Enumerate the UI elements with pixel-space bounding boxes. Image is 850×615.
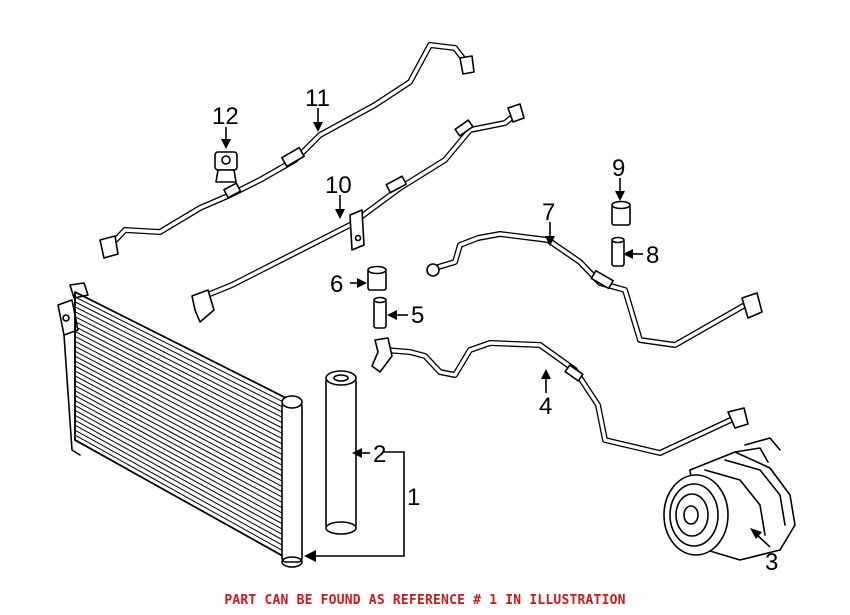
condenser-fin [74, 395, 291, 513]
service-cap [611, 200, 631, 226]
condenser-fin [74, 370, 291, 486]
pressure-switch [214, 151, 238, 183]
discharge-hose [371, 337, 749, 456]
condenser-fin [74, 355, 291, 470]
plug-cap [367, 265, 387, 291]
condenser-fin [74, 409, 291, 529]
drier-cartridge [325, 370, 357, 535]
condenser-fin [74, 306, 291, 417]
callout-10: 10 [325, 172, 352, 199]
callout-5: 5 [411, 302, 424, 329]
condenser-fin [74, 434, 291, 556]
condenser-fin [74, 350, 291, 465]
condenser-fin [74, 316, 291, 428]
condenser-fin [74, 311, 291, 422]
condenser-fin [74, 345, 291, 460]
callout-7: 7 [542, 199, 555, 226]
condenser-fin [74, 385, 291, 502]
condenser-fin [74, 326, 291, 438]
condenser-fin [74, 360, 291, 476]
pressure-pipe [191, 103, 525, 323]
filter-tube [373, 296, 387, 329]
condenser-fin [74, 331, 291, 444]
ac-compressor [663, 437, 796, 561]
condenser-fin [74, 424, 291, 545]
callout-11: 11 [305, 85, 330, 112]
condenser-fin [74, 419, 291, 540]
callout-4: 4 [539, 393, 552, 420]
condenser-fin [74, 390, 291, 508]
callout-numbers: 1 2 3 4 5 6 7 8 9 10 11 12 [212, 85, 778, 576]
callout-2: 2 [373, 441, 386, 468]
condenser-fin [74, 335, 291, 449]
callout-12: 12 [212, 103, 239, 130]
condenser-fin [74, 414, 291, 534]
condenser-fin [74, 321, 291, 433]
condenser-fin [74, 375, 291, 492]
condenser-fin [74, 380, 291, 497]
condenser-fin [74, 429, 291, 550]
condenser-fin [74, 405, 291, 524]
condenser-fin [74, 340, 291, 454]
condenser-fin [74, 365, 291, 481]
callout-1: 1 [407, 484, 420, 511]
liquid-line-pipe [99, 42, 475, 259]
condenser-fin [74, 296, 291, 406]
condenser-fin [74, 301, 291, 412]
suction-hose [426, 231, 763, 348]
callout-3: 3 [765, 549, 778, 576]
condenser-fin [74, 400, 291, 518]
condenser [57, 282, 303, 568]
leader-lines [221, 108, 771, 562]
callout-8: 8 [646, 242, 659, 269]
callout-6: 6 [330, 271, 343, 298]
reference-note: PART CAN BE FOUND AS REFERENCE # 1 IN IL… [224, 593, 626, 608]
expansion-tube [611, 236, 625, 267]
callout-9: 9 [612, 155, 625, 182]
